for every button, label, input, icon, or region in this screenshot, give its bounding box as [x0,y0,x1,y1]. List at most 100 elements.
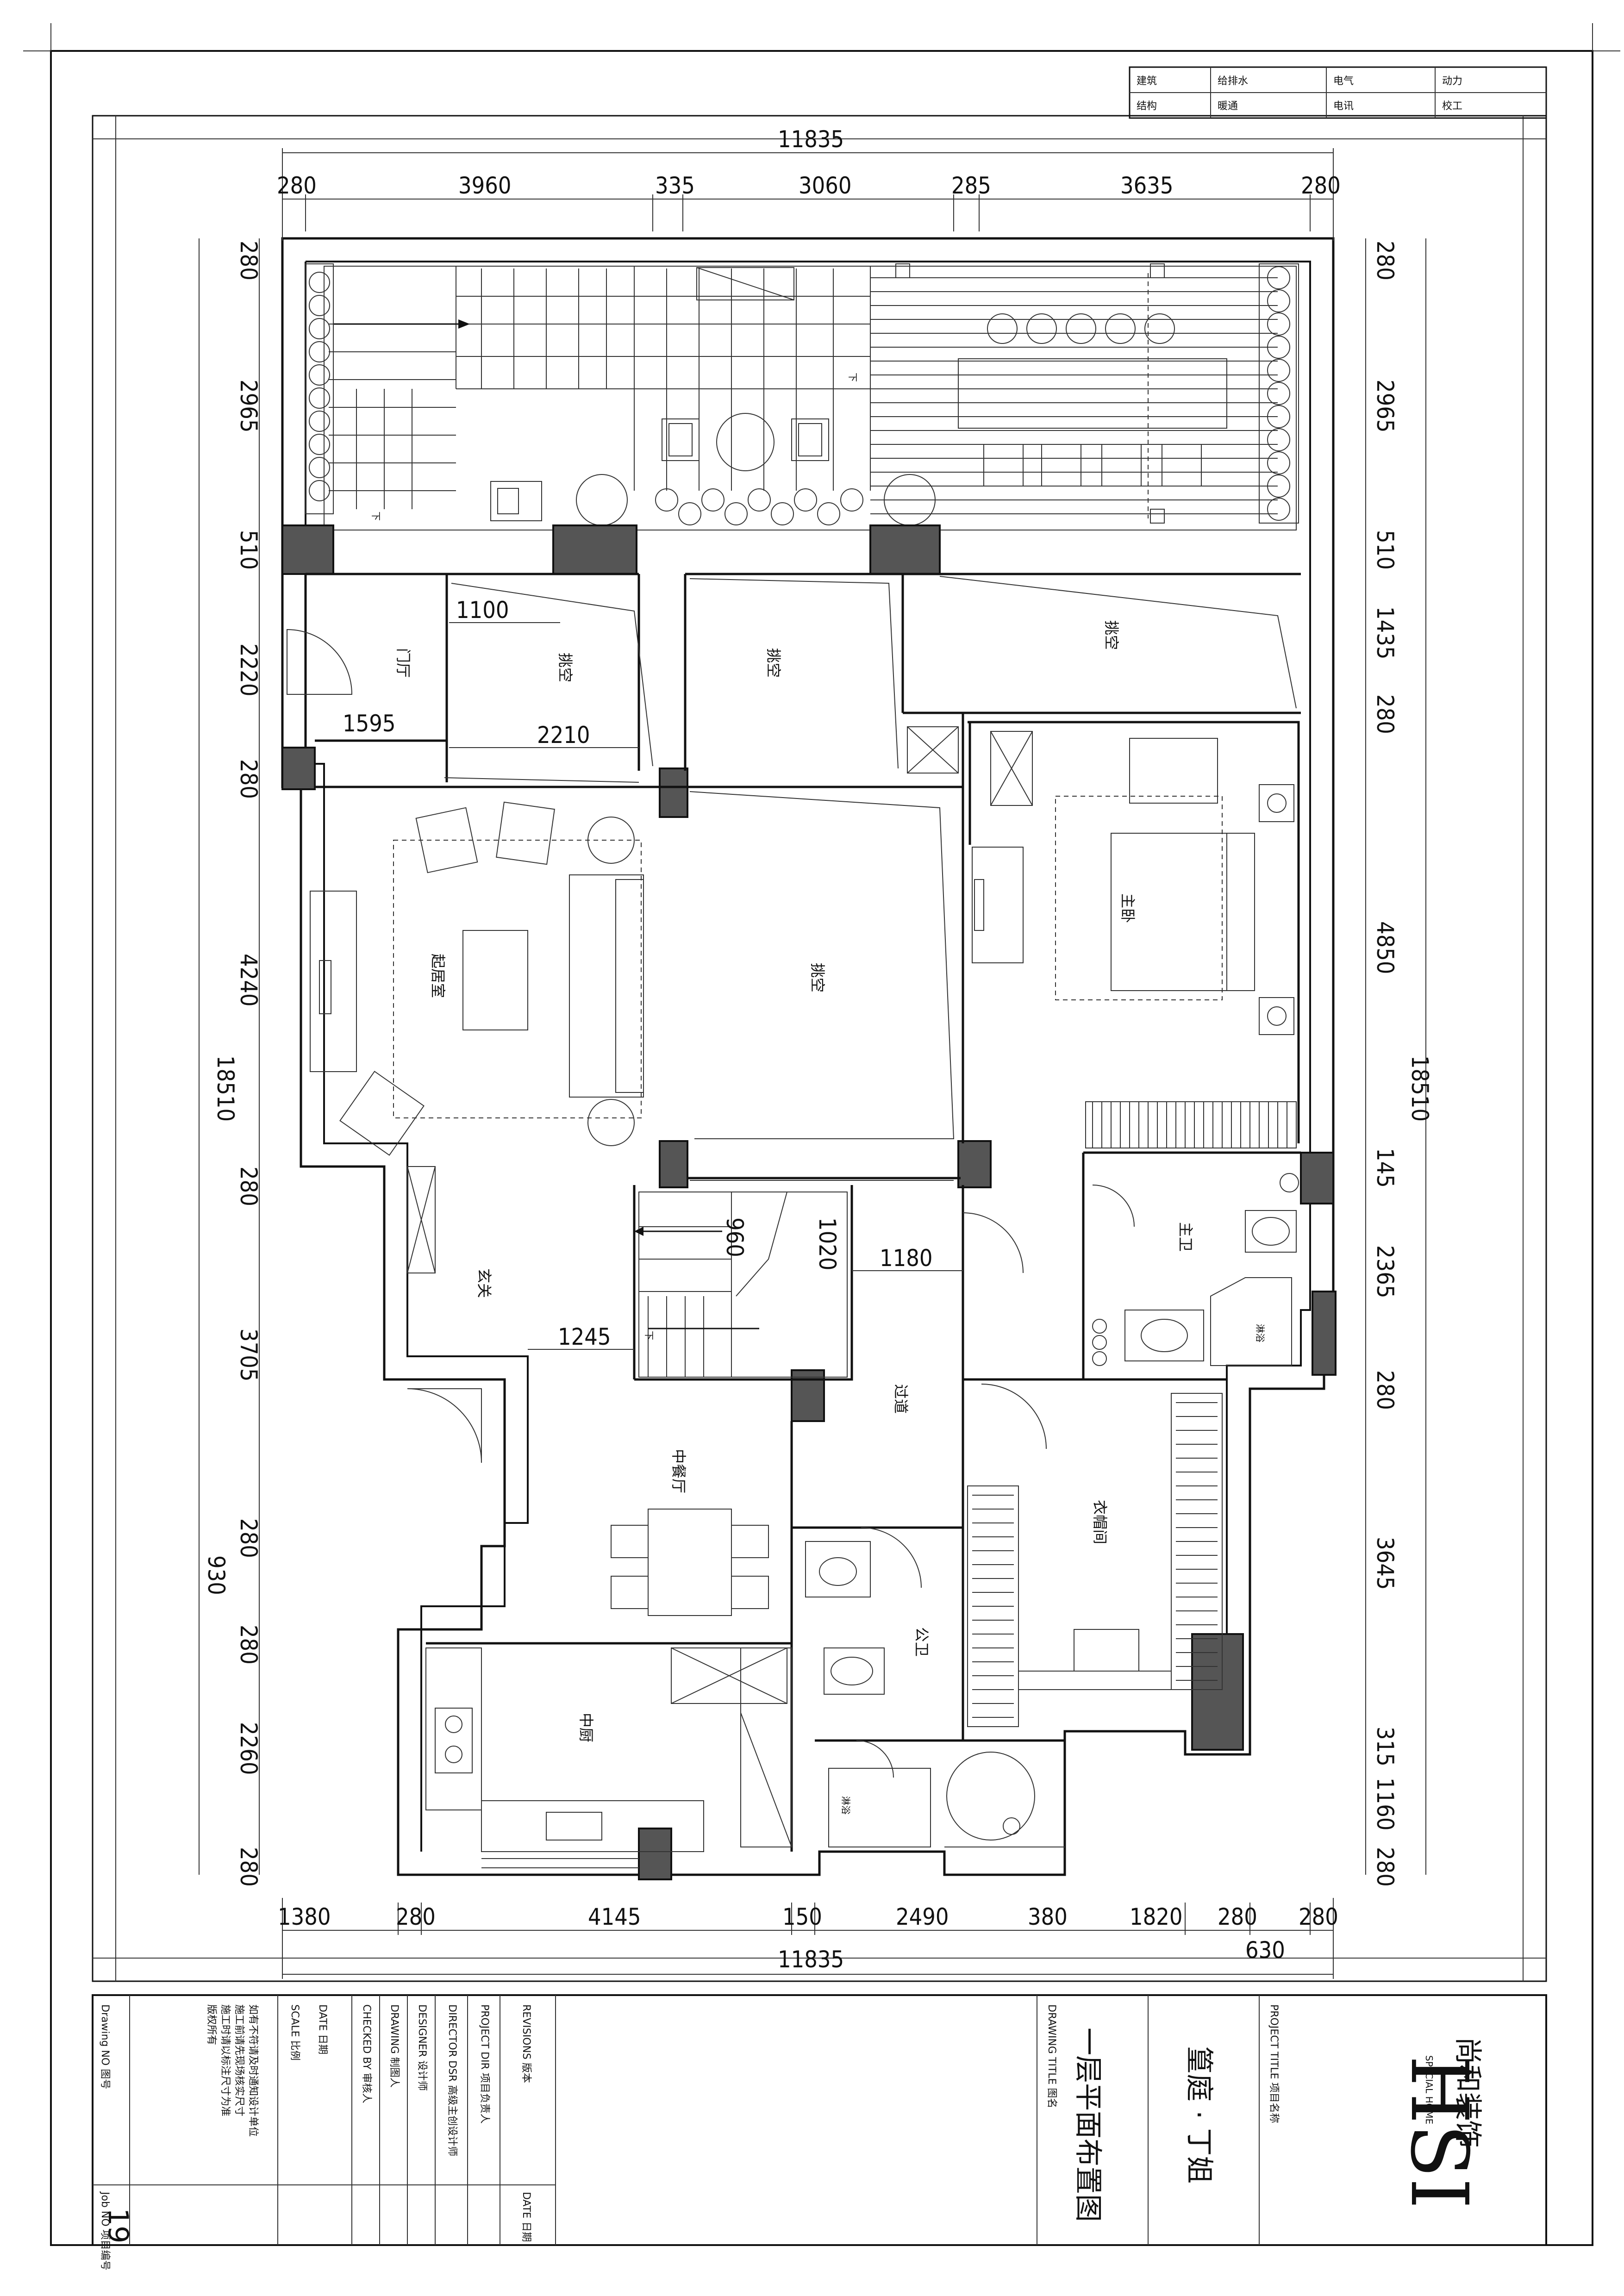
dim-bottom-0: 1380 [278,1903,331,1930]
disc-6: 暖通 [1218,100,1238,112]
label-corridor: 过道 [892,1384,910,1414]
dim-1595: 1595 [343,710,395,737]
dim-bottom-2: 4145 [588,1903,641,1930]
label-wardrobe: 衣帽间 [1091,1500,1109,1544]
dim-right-3: 1435 [1372,606,1399,659]
label-void-2: 挑空 [765,648,782,678]
dim-top-2: 335 [655,172,695,199]
dim-bottom-4: 2490 [896,1903,949,1930]
dim-left-7: 3705 [235,1329,262,1381]
dim-right-2: 510 [1372,530,1399,570]
tb-project-name: 篁庭 · 丁姐 [1183,2046,1215,2184]
floor-plan: 门厅 挑空 挑空 挑空 挑空 起居室 主卧 主卫 玄关 过道 中餐厅 中厨 公卫… [281,237,1337,1880]
dim-top-0: 280 [277,172,317,199]
dim-left-2: 510 [235,530,262,570]
room-labels: 门厅 挑空 挑空 挑空 挑空 起居室 主卧 主卫 玄关 过道 中餐厅 中厨 公卫… [370,373,1266,1815]
dim-bottom-6: 1820 [1130,1903,1182,1930]
dim-left: 18510 280 2965 510 2220 280 4240 280 370… [199,238,262,1887]
label-kitchen: 中厨 [577,1713,595,1742]
label-master-bed: 主卧 [1119,893,1137,923]
tb-drawing: DRAWING 制图人 [388,2004,400,2088]
bath-fixtures [1092,1173,1299,1366]
disc-4: 动力 [1442,75,1462,87]
interior-walls [304,573,1301,1852]
label-master-bath: 主卫 [1177,1222,1194,1252]
planter-middle [490,474,936,526]
logo-subtext: SPECIAL HOME [1424,2055,1435,2124]
void-markers [444,576,1297,1181]
title-block: Drawing NO 图号 Job NO 项目编号 19 版权所有 施工时请以标… [92,1994,1547,2271]
bedroom-furniture [907,726,1297,1148]
dim-1245: 1245 [558,1323,611,1350]
label-void-1: 挑空 [556,653,574,682]
tb-note-3: 施工前请先现场核实尺寸 [233,2004,245,2116]
dim-right-7: 2365 [1372,1245,1399,1298]
dim-bottom-5: 380 [1028,1903,1068,1930]
stair-mark-3: 下 [643,1331,655,1340]
planter-right [1259,263,1299,524]
dim-bottom-7: 280 [1218,1903,1257,1930]
discipline-table: 建筑 给排水 电气 动力 结构 暖通 电讯 校工 [1129,66,1547,119]
disc-3: 电气 [1333,75,1354,87]
label-void-center: 挑空 [809,963,826,992]
tb-job-no: 19 [102,2208,134,2243]
tb-designer: DESIGNER 设计师 [416,2004,428,2091]
dim-right: 18510 280 2965 510 1435 280 4850 145 236… [1365,238,1433,1887]
kitchen-furniture [425,1647,792,1852]
dim-top-total: 11835 [778,126,844,153]
dim-right-9: 3645 [1372,1537,1399,1590]
label-shower: 淋浴 [1255,1324,1266,1342]
dim-top-6: 280 [1301,172,1341,199]
dim-right-12: 280 [1372,1847,1399,1887]
dim-left-10: 280 [235,1625,262,1665]
dim-1020: 1020 [814,1217,841,1270]
dim-left-0: 280 [235,241,262,281]
tb-project-dir: PROJECT DIR 项目负责人 [479,2004,490,2124]
dim-left-total: 18510 [212,1055,239,1122]
dim-right-4: 280 [1372,694,1399,734]
tb-project-title-label: PROJECT TITLE 项目名称 [1268,2004,1280,2123]
dim-right-total: 18510 [1406,1055,1433,1122]
disc-7: 电讯 [1333,100,1354,112]
living-furniture [310,801,644,1156]
dim-left-12: 280 [235,1847,262,1887]
dim-right-6: 145 [1372,1148,1399,1188]
tb-checked: CHECKED BY 审核人 [361,2004,372,2103]
dim-left-6: 280 [235,1167,262,1206]
dim-left-4: 280 [235,759,262,799]
label-living: 起居室 [429,954,447,998]
dining-furniture [611,1509,769,1616]
disc-2: 给排水 [1218,75,1248,87]
dim-left-3: 2220 [235,643,262,696]
disc-8: 校工 [1442,100,1462,112]
dim-right-8: 280 [1372,1370,1399,1410]
tb-note-2: 施工时请以标注尺寸为准 [219,2004,231,2116]
wardrobe [967,1393,1223,1727]
planter-left [305,263,334,514]
dim-1100: 1100 [456,597,509,624]
tb-drawing-title: 一层平面布置图 [1072,2028,1104,2222]
dim-top-5: 3635 [1120,172,1173,199]
dim-left-9: 930 [203,1555,230,1595]
bottom-windows [481,1847,1065,1868]
dim-bottom-3: 150 [782,1903,822,1930]
tb-drawing-title-label: DRAWING TITLE 图名 [1046,2004,1057,2108]
tb-scale: SCALE 比例 [289,2004,300,2061]
dim-left-8: 280 [235,1518,262,1558]
dim-right-11: 1160 [1372,1778,1399,1830]
logo-company: 尚和装饰 [1451,2037,1484,2148]
dim-2210: 2210 [537,722,590,749]
tb-director: DIRECTOR DSR 高级主创设计师 [446,2004,458,2156]
dim-1180: 1180 [880,1245,932,1272]
tb-revisions: REVISIONS 版本 [520,2004,532,2083]
dim-bottom: 1380 280 4145 150 2490 380 1820 280 280 … [278,1898,1338,1979]
stair [634,1192,848,1378]
label-powder: 公卫 [913,1627,931,1657]
dim-right-1: 2965 [1372,380,1399,432]
columns [281,524,1337,1880]
dim-bottom-1: 280 [396,1903,436,1930]
stair-mark-1: 下 [370,512,381,521]
powder-fixtures [805,1541,1035,1847]
dim-bottom-total: 11835 [778,1946,844,1973]
dim-top-3: 3060 [799,172,851,199]
